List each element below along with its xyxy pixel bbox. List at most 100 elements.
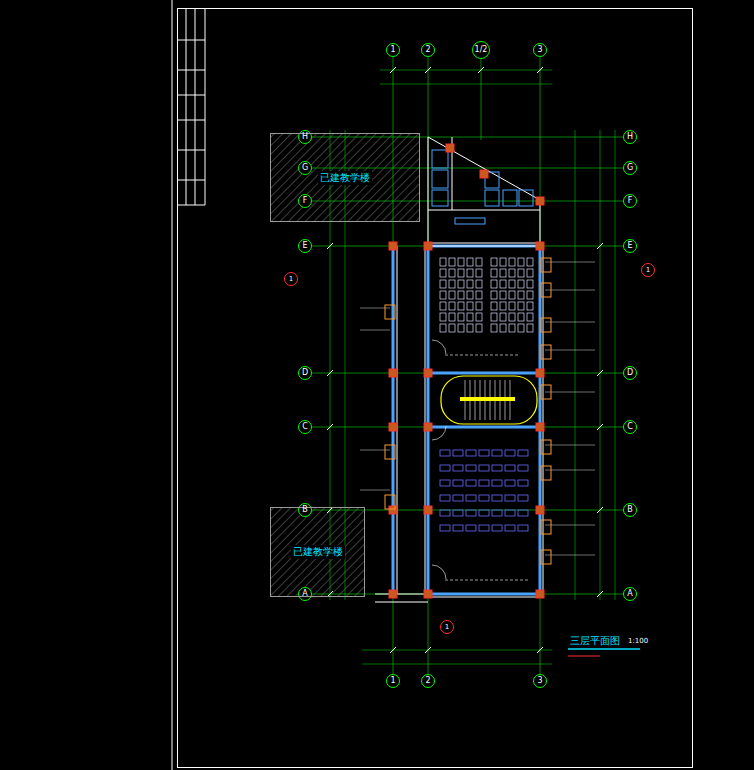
axis-bubble: 1 xyxy=(386,43,400,57)
desk xyxy=(453,450,463,456)
seat xyxy=(527,269,533,277)
desk xyxy=(440,480,450,486)
desk xyxy=(518,510,528,516)
seat xyxy=(440,302,446,310)
seat xyxy=(476,324,482,332)
seat xyxy=(458,258,464,266)
node-label: 3 xyxy=(537,46,542,54)
desk xyxy=(492,465,502,471)
existing-building: 已建教学楼 xyxy=(270,133,420,222)
seat xyxy=(449,269,455,277)
node-label: 2 xyxy=(425,46,430,54)
node-label: 1/2 xyxy=(475,46,488,54)
seat xyxy=(440,258,446,266)
desk xyxy=(492,450,502,456)
desk xyxy=(479,525,489,531)
seat xyxy=(491,324,497,332)
node-label: 3 xyxy=(537,677,542,685)
seat xyxy=(500,291,506,299)
node-label: F xyxy=(628,197,633,205)
node-label: 1 xyxy=(445,624,449,631)
node-label: 1 xyxy=(390,46,395,54)
desk xyxy=(518,465,528,471)
axis-bubble: G xyxy=(298,161,312,175)
scale-label: 1:100 xyxy=(628,637,648,645)
seat xyxy=(467,291,473,299)
axis-bubble: 2 xyxy=(421,674,435,688)
axis-bubble: D xyxy=(623,366,637,380)
desk xyxy=(492,495,502,501)
axis-bubble: 3 xyxy=(533,674,547,688)
seat xyxy=(518,324,524,332)
seat xyxy=(449,324,455,332)
desk xyxy=(518,450,528,456)
desk xyxy=(518,480,528,486)
seat xyxy=(509,291,515,299)
seat xyxy=(476,313,482,321)
desk xyxy=(466,525,476,531)
axis-bubble: F xyxy=(623,194,637,208)
seat xyxy=(458,324,464,332)
seat xyxy=(527,313,533,321)
seat xyxy=(467,324,473,332)
seat xyxy=(440,280,446,288)
seat xyxy=(509,302,515,310)
seat xyxy=(467,269,473,277)
seat xyxy=(527,324,533,332)
section-marker: 1 xyxy=(284,272,298,286)
seat xyxy=(476,258,482,266)
seat xyxy=(467,313,473,321)
seat xyxy=(476,269,482,277)
seat xyxy=(509,269,515,277)
desk xyxy=(453,465,463,471)
node-label: C xyxy=(627,423,633,431)
seat xyxy=(500,280,506,288)
desk xyxy=(440,525,450,531)
axis-bubble: B xyxy=(298,503,312,517)
node-label: E xyxy=(627,242,632,250)
seat xyxy=(491,302,497,310)
axis-bubble: D xyxy=(298,366,312,380)
desk xyxy=(453,510,463,516)
seat xyxy=(449,280,455,288)
desk xyxy=(453,495,463,501)
desk xyxy=(479,495,489,501)
axis-bubble: C xyxy=(298,420,312,434)
node-label: B xyxy=(627,506,633,514)
seat xyxy=(458,280,464,288)
seat xyxy=(500,269,506,277)
desk xyxy=(453,525,463,531)
seat xyxy=(440,269,446,277)
desk xyxy=(479,510,489,516)
seat xyxy=(527,302,533,310)
seat xyxy=(458,313,464,321)
desk xyxy=(466,495,476,501)
node-label: H xyxy=(302,133,308,141)
seat xyxy=(467,280,473,288)
existing-building: 已建教学楼 xyxy=(270,507,365,597)
axis-bubble: C xyxy=(623,420,637,434)
seat xyxy=(527,291,533,299)
seat xyxy=(491,291,497,299)
desk xyxy=(505,450,515,456)
desk xyxy=(440,450,450,456)
seat xyxy=(518,269,524,277)
seat xyxy=(518,302,524,310)
seat xyxy=(509,280,515,288)
seat xyxy=(458,302,464,310)
node-label: D xyxy=(302,369,308,377)
desk xyxy=(466,465,476,471)
axis-bubble: H xyxy=(623,130,637,144)
seat xyxy=(440,291,446,299)
seat xyxy=(449,291,455,299)
seat xyxy=(500,302,506,310)
desk xyxy=(479,450,489,456)
desk xyxy=(466,510,476,516)
seat xyxy=(509,313,515,321)
seat xyxy=(440,324,446,332)
node-label: 1 xyxy=(390,677,395,685)
desk xyxy=(440,495,450,501)
node-label: D xyxy=(627,369,633,377)
node-label: 已建教学楼 xyxy=(318,171,372,185)
drawing-caption: 三层平面图 xyxy=(570,634,620,648)
